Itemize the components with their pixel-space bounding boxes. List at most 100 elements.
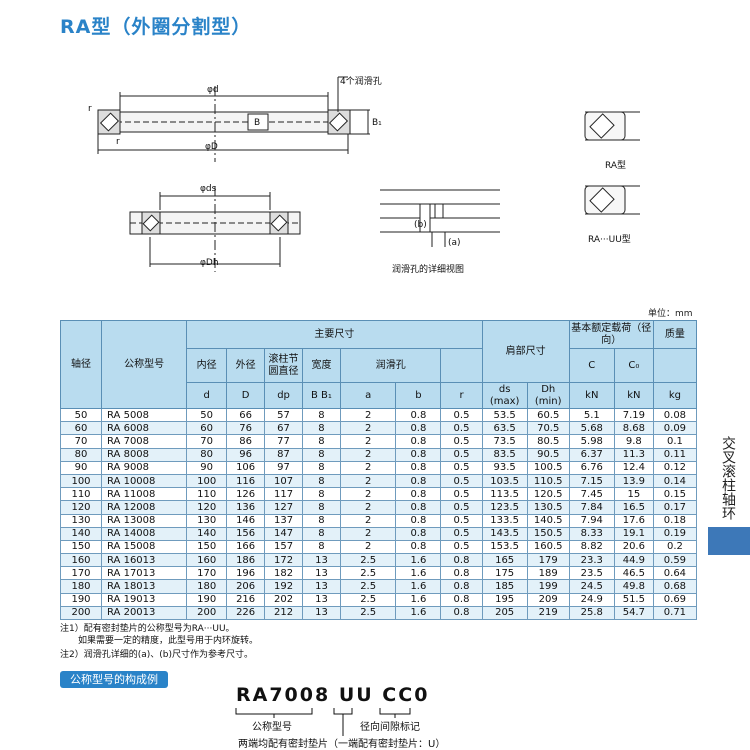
side-tab bbox=[708, 430, 750, 527]
table-cell: 0.5 bbox=[440, 407, 483, 423]
table-cell: 0.71 bbox=[652, 605, 698, 621]
table-cell: 0.59 bbox=[652, 553, 698, 568]
table-cell: 2 bbox=[339, 500, 397, 515]
table-cell: 93.5 bbox=[481, 460, 528, 475]
table-cell: 100.5 bbox=[526, 460, 570, 475]
table-cell: 50 bbox=[186, 407, 228, 423]
table-cell: 67 bbox=[264, 421, 304, 436]
table-cell: 70 bbox=[186, 434, 228, 449]
table-cell: 172 bbox=[264, 553, 304, 568]
unit-D: D bbox=[226, 382, 266, 409]
unit-kN-C0: kN bbox=[613, 382, 654, 409]
table-cell: RA 13008 bbox=[101, 513, 188, 528]
table-cell: 192 bbox=[264, 579, 304, 594]
table-cell: 13 bbox=[302, 579, 341, 594]
table-cell: 166 bbox=[226, 539, 266, 555]
table-cell: 2 bbox=[339, 460, 397, 475]
header-main-dims: 主要尺寸 bbox=[186, 320, 483, 349]
table-cell: 12.4 bbox=[613, 460, 654, 475]
bearing-drawings bbox=[97, 76, 640, 272]
table-cell: 133.5 bbox=[481, 513, 528, 528]
table-cell: 60 bbox=[186, 421, 228, 436]
table-cell: 113.5 bbox=[481, 487, 528, 502]
table-cell: 25.8 bbox=[568, 605, 615, 621]
table-cell: 123.5 bbox=[481, 500, 528, 515]
table-cell: RA 19013 bbox=[101, 592, 188, 607]
table-cell: 100 bbox=[59, 473, 103, 489]
table-cell: 150 bbox=[59, 539, 103, 555]
table-cell: 0.19 bbox=[652, 526, 698, 541]
table-cell: 179 bbox=[526, 553, 570, 568]
header-shaft-dia: 轴径 bbox=[59, 320, 103, 409]
table-cell: 70.5 bbox=[526, 421, 570, 436]
table-cell: 96 bbox=[226, 447, 266, 462]
unit-B: B B₁ bbox=[302, 382, 341, 409]
table-cell: 2 bbox=[339, 407, 397, 423]
spec-table: 轴径 公称型号 主要尺寸 肩部尺寸 基本额定载荷（径向） 质量 内径 外径 滚柱… bbox=[59, 320, 698, 621]
table-cell: 126 bbox=[226, 487, 266, 502]
table-cell: 206 bbox=[226, 579, 266, 594]
table-cell: 0.5 bbox=[440, 539, 483, 555]
table-cell: 2 bbox=[339, 434, 397, 449]
table-cell: 200 bbox=[59, 605, 103, 621]
table-cell: 24.5 bbox=[568, 579, 615, 594]
notes: 注1）配有密封垫片的公称型号为RA···UU。 如果需要一定的精度，此型号用于内… bbox=[60, 623, 258, 661]
table-cell: 16.5 bbox=[613, 500, 654, 515]
example-brackets bbox=[235, 708, 411, 736]
table-cell: RA 8008 bbox=[101, 447, 188, 462]
table-cell: 0.5 bbox=[440, 487, 483, 502]
header-model: 公称型号 bbox=[101, 320, 188, 409]
ra-type-caption: RA型 bbox=[605, 161, 627, 171]
table-cell: 50 bbox=[59, 407, 103, 423]
table-cell: 137 bbox=[264, 513, 304, 528]
detail-view-caption: 润滑孔的详细视图 bbox=[392, 265, 465, 275]
table-cell: 8.68 bbox=[613, 421, 654, 436]
table-cell: 0.09 bbox=[652, 421, 698, 436]
table-cell: 13 bbox=[302, 553, 341, 568]
Dh-dimension-label: φDh bbox=[200, 258, 219, 268]
table-cell: 130 bbox=[186, 513, 228, 528]
table-cell: 106 bbox=[226, 460, 266, 475]
table-cell: 180 bbox=[59, 579, 103, 594]
table-cell: 0.8 bbox=[395, 487, 442, 502]
table-cell: 0.5 bbox=[440, 447, 483, 462]
table-cell: 8 bbox=[302, 473, 341, 489]
table-cell: RA 7008 bbox=[101, 434, 188, 449]
unit-d: d bbox=[186, 382, 228, 409]
r-label-top: r bbox=[88, 104, 92, 114]
table-cell: 195 bbox=[481, 592, 528, 607]
table-cell: RA 17013 bbox=[101, 566, 188, 581]
unit-ds: ds (max) bbox=[481, 382, 528, 409]
table-cell: 136 bbox=[226, 500, 266, 515]
table-cell: 107 bbox=[264, 473, 304, 489]
table-cell: RA 6008 bbox=[101, 421, 188, 436]
table-cell: 51.5 bbox=[613, 592, 654, 607]
table-cell: 160 bbox=[59, 553, 103, 568]
table-cell: 7.45 bbox=[568, 487, 615, 502]
table-cell: 1.6 bbox=[395, 566, 442, 581]
header-shoulder: 肩部尺寸 bbox=[481, 320, 570, 383]
header-r-blank bbox=[440, 348, 483, 383]
table-cell: 2.5 bbox=[339, 566, 397, 581]
table-cell: 1.6 bbox=[395, 553, 442, 568]
table-cell: 7.84 bbox=[568, 500, 615, 515]
table-cell: 157 bbox=[264, 539, 304, 555]
table-cell: 199 bbox=[526, 579, 570, 594]
table-cell: 7.94 bbox=[568, 513, 615, 528]
table-cell: 0.8 bbox=[440, 553, 483, 568]
table-cell: 97 bbox=[264, 460, 304, 475]
table-cell: 0.5 bbox=[440, 434, 483, 449]
table-cell: 2 bbox=[339, 447, 397, 462]
unit-dp: dp bbox=[264, 382, 304, 409]
table-cell: 175 bbox=[481, 566, 528, 581]
